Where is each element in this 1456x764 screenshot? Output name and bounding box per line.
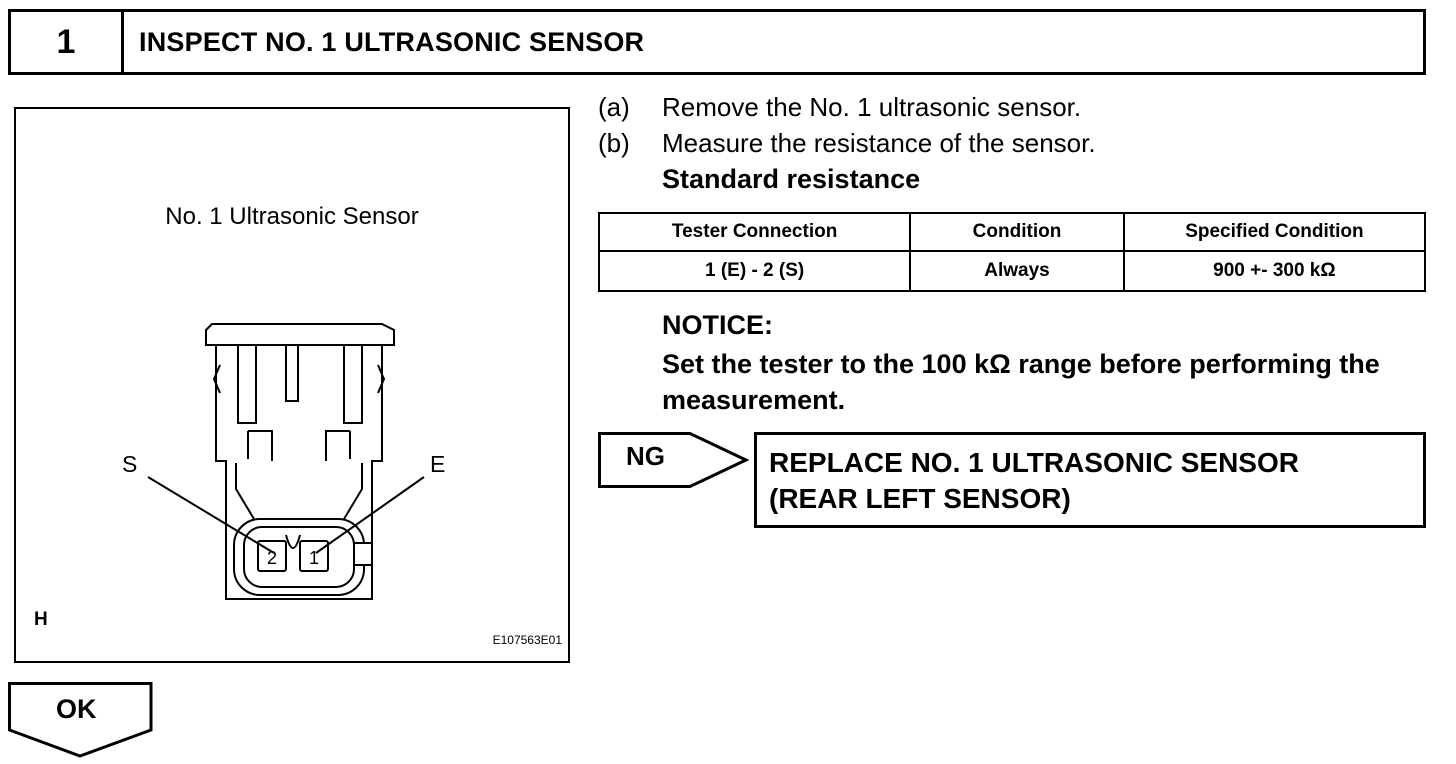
terminal-2-label: 2: [267, 548, 277, 568]
instruction-b-text: Measure the resistance of the sensor.: [662, 128, 1096, 158]
table-header-row: Tester Connection Condition Specified Co…: [597, 212, 1427, 252]
instruction-a-text: Remove the No. 1 ultrasonic sensor.: [662, 92, 1082, 122]
notice-text: Set the tester to the 100 kΩ range befor…: [662, 349, 1380, 415]
standard-resistance-heading: Standard resistance: [662, 164, 921, 194]
cell-tester-connection: 1 (E) - 2 (S): [597, 250, 912, 292]
sensor-illustration: No. 1 Ultrasonic Sensor 2 1 S: [14, 107, 570, 663]
table-row: 1 (E) - 2 (S) Always 900 +- 300 kΩ: [597, 250, 1427, 292]
instruction-a-letter: (a): [598, 92, 630, 122]
ok-arrow-icon: [8, 682, 153, 758]
header-condition: Condition: [909, 212, 1125, 252]
cell-specified-condition: 900 +- 300 kΩ: [1122, 250, 1427, 292]
ok-label: OK: [56, 694, 97, 724]
terminal-1-label: 1: [309, 548, 319, 568]
corner-mark: H: [34, 609, 48, 630]
notice-heading: NOTICE:: [662, 310, 773, 340]
figure-title: No. 1 Ultrasonic Sensor: [165, 203, 419, 230]
step-title: INSPECT NO. 1 ULTRASONIC SENSOR: [139, 26, 645, 57]
instruction-b-letter: (b): [598, 128, 630, 158]
step-header: 1 INSPECT NO. 1 ULTRASONIC SENSOR: [8, 9, 1426, 75]
ng-result-box: REPLACE NO. 1 ULTRASONIC SENSOR (REAR LE…: [754, 432, 1426, 528]
header-specified-condition: Specified Condition: [1122, 212, 1427, 252]
ng-arrow-icon: [598, 432, 750, 488]
ultrasonic-sensor-drawing: 2 1: [147, 323, 425, 600]
cell-condition: Always: [909, 250, 1125, 292]
header-tester-connection: Tester Connection: [597, 212, 912, 252]
ng-result-text: REPLACE NO. 1 ULTRASONIC SENSOR (REAR LE…: [769, 447, 1299, 514]
step-number: 1: [11, 12, 124, 72]
ng-label: NG: [626, 441, 665, 471]
illustration-code: E107563E01: [492, 633, 562, 647]
terminal-s-label: S: [122, 451, 138, 477]
terminal-e-label: E: [430, 451, 446, 477]
resistance-spec-table: Tester Connection Condition Specified Co…: [597, 212, 1427, 292]
